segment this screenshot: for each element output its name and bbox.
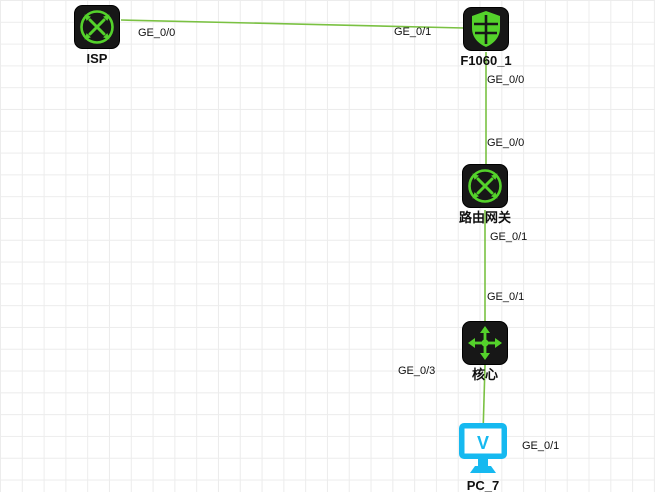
port-label-pc7-ge01: GE_0/1 [522,440,560,452]
port-label-core-ge01: GE_0/1 [487,291,525,303]
port-label-fw-ge00: GE_0/0 [487,74,525,86]
port-label-isp-ge00: GE_0/0 [138,27,176,39]
firewall-icon [463,7,509,51]
port-label-gw-ge00: GE_0/0 [487,137,525,149]
device-label-f1060: F1060_1 [460,53,512,68]
pc-screen-letter: V [477,433,489,453]
device-f1060[interactable]: F1060_1 [446,7,526,68]
device-label-isp: ISP [86,51,108,66]
link-isp-f1060[interactable] [120,19,465,29]
device-core[interactable]: 核心 [445,321,525,382]
pc-icon: V [459,423,507,473]
port-label-fw-ge01: GE_0/1 [394,26,432,38]
link-core-pc7[interactable] [482,364,486,435]
port-label-gw-ge01: GE_0/1 [490,231,528,243]
device-label-core: 核心 [471,367,498,382]
device-pc7[interactable]: V PC_7 [443,422,523,492]
device-gateway[interactable]: 路由网关 [445,164,525,225]
device-isp[interactable]: ISP [57,5,137,66]
router-icon [74,5,120,49]
router-icon [462,164,508,208]
switch-icon [462,321,508,365]
port-label-core-ge03: GE_0/3 [398,365,436,377]
device-label-gateway: 路由网关 [458,210,511,225]
device-label-pc7: PC_7 [466,478,500,492]
